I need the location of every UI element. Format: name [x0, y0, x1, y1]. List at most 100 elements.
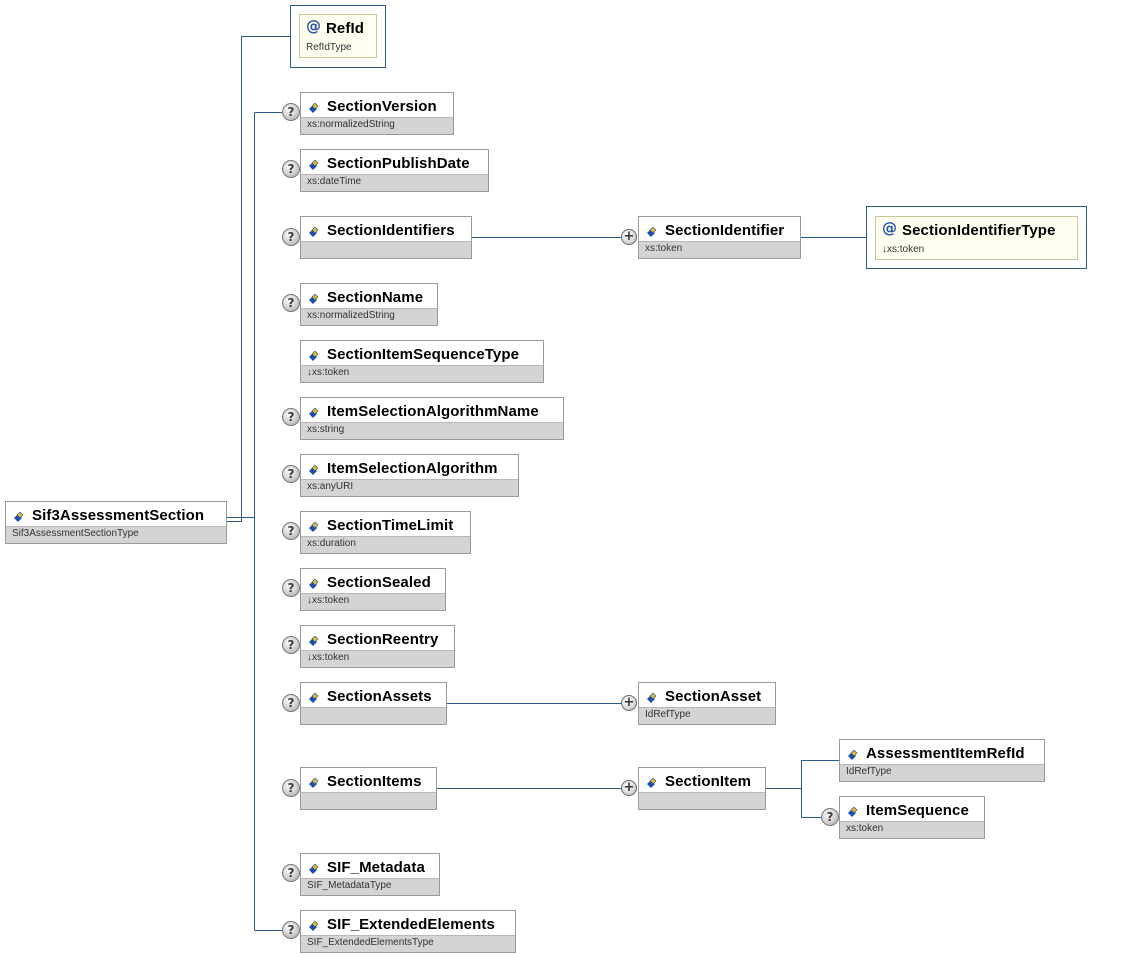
- optional-marker: ?: [282, 294, 300, 312]
- element-node-sif-metadata[interactable]: SIF_Metadata SIF_MetadataType: [300, 853, 440, 896]
- attribute-type: ↓xs:token: [882, 244, 925, 255]
- element-icon: [847, 747, 859, 760]
- attribute-name: RefId: [326, 20, 364, 37]
- element-icon: [646, 224, 658, 237]
- element-node-section-identifiers[interactable]: SectionIdentifiers: [300, 216, 472, 259]
- element-icon: [13, 509, 25, 522]
- optional-marker: ?: [282, 579, 300, 597]
- optional-marker: ?: [282, 694, 300, 712]
- element-node-section-item-sequence-type[interactable]: SectionItemSequenceType ↓xs:token: [300, 340, 544, 383]
- root-element-name: Sif3AssessmentSection: [32, 507, 205, 524]
- element-name: SectionItem: [665, 773, 752, 790]
- element-type: IdRefType: [846, 766, 892, 777]
- element-type: xs:anyURI: [307, 481, 354, 492]
- optional-marker: ?: [282, 465, 300, 483]
- element-node-section-sealed[interactable]: SectionSealed ↓xs:token: [300, 568, 446, 611]
- attribute-icon: @: [306, 17, 321, 35]
- element-type: ↓xs:token: [307, 367, 350, 378]
- element-icon: [308, 633, 320, 646]
- element-type: xs:duration: [307, 538, 356, 549]
- element-name: SIF_ExtendedElements: [327, 916, 495, 933]
- optional-marker: ?: [282, 921, 300, 939]
- element-icon: [308, 462, 320, 475]
- element-node-section-time-limit[interactable]: SectionTimeLimit xs:duration: [300, 511, 471, 554]
- optional-marker: ?: [821, 808, 839, 826]
- element-icon: [308, 519, 320, 532]
- root-element-type: Sif3AssessmentSectionType: [12, 528, 139, 539]
- element-node-section-item[interactable]: SectionItem: [638, 767, 766, 810]
- optional-marker: ?: [282, 160, 300, 178]
- element-name: SectionReentry: [327, 631, 439, 648]
- element-type: ↓xs:token: [307, 652, 350, 663]
- element-icon: [308, 861, 320, 874]
- attribute-section-identifier-type-node[interactable]: @ SectionIdentifierType ↓xs:token: [875, 216, 1078, 260]
- element-node-section-asset[interactable]: SectionAsset IdRefType: [638, 682, 776, 725]
- element-type: xs:string: [307, 424, 345, 435]
- element-name: ItemSelectionAlgorithmName: [327, 403, 539, 420]
- element-icon: [308, 348, 320, 361]
- element-icon: [308, 157, 320, 170]
- element-node-item-selection-algorithm[interactable]: ItemSelectionAlgorithm xs:anyURI: [300, 454, 519, 497]
- element-icon: [308, 224, 320, 237]
- element-name: SectionSealed: [327, 574, 431, 591]
- element-node-section-version[interactable]: SectionVersion xs:normalizedString: [300, 92, 454, 135]
- element-icon: [308, 291, 320, 304]
- element-type: xs:token: [846, 823, 884, 834]
- optional-marker: ?: [282, 522, 300, 540]
- element-node-sif-extended-elements[interactable]: SIF_ExtendedElements SIF_ExtendedElement…: [300, 910, 516, 953]
- element-name: SectionPublishDate: [327, 155, 470, 172]
- element-icon: [646, 775, 658, 788]
- element-icon: [308, 576, 320, 589]
- element-node-section-name[interactable]: SectionName xs:normalizedString: [300, 283, 438, 326]
- element-node-section-assets[interactable]: SectionAssets: [300, 682, 447, 725]
- optional-marker: ?: [282, 779, 300, 797]
- element-type: ↓xs:token: [307, 595, 350, 606]
- element-name: ItemSequence: [866, 802, 969, 819]
- element-name: SectionVersion: [327, 98, 437, 115]
- element-icon: [646, 690, 658, 703]
- element-name: SectionAssets: [327, 688, 432, 705]
- optional-marker: ?: [282, 636, 300, 654]
- attributes-group: @ RefId RefIdType: [290, 5, 386, 68]
- element-name: SectionName: [327, 289, 424, 306]
- element-type: xs:dateTime: [307, 176, 362, 187]
- attributes-group: @ SectionIdentifierType ↓xs:token: [866, 206, 1087, 269]
- attribute-icon: @: [882, 219, 897, 237]
- element-node-section-identifier[interactable]: SectionIdentifier xs:token: [638, 216, 801, 259]
- repeat-marker: +: [621, 695, 637, 711]
- element-name: SIF_Metadata: [327, 859, 425, 876]
- attribute-name: SectionIdentifierType: [902, 222, 1056, 239]
- root-element-node[interactable]: Sif3AssessmentSection Sif3AssessmentSect…: [5, 501, 227, 544]
- element-type: SIF_MetadataType: [307, 880, 392, 891]
- element-node-item-sequence[interactable]: ItemSequence xs:token: [839, 796, 985, 839]
- element-name: SectionTimeLimit: [327, 517, 454, 534]
- element-name: SectionItemSequenceType: [327, 346, 520, 363]
- element-icon: [308, 100, 320, 113]
- element-type: xs:normalizedString: [307, 119, 395, 130]
- element-name: SectionItems: [327, 773, 422, 790]
- optional-marker: ?: [282, 864, 300, 882]
- element-node-section-items[interactable]: SectionItems: [300, 767, 437, 810]
- attribute-type: RefIdType: [306, 42, 352, 53]
- element-name: ItemSelectionAlgorithm: [327, 460, 498, 477]
- element-name: SectionAsset: [665, 688, 762, 705]
- element-type: IdRefType: [645, 709, 691, 720]
- element-name: SectionIdentifier: [665, 222, 785, 239]
- element-name: SectionIdentifiers: [327, 222, 455, 239]
- optional-marker: ?: [282, 103, 300, 121]
- optional-marker: ?: [282, 408, 300, 426]
- attribute-refid-node[interactable]: @ RefId RefIdType: [299, 14, 377, 58]
- element-node-section-reentry[interactable]: SectionReentry ↓xs:token: [300, 625, 455, 668]
- element-icon: [308, 405, 320, 418]
- element-icon: [308, 775, 320, 788]
- element-node-assessment-item-refid[interactable]: AssessmentItemRefId IdRefType: [839, 739, 1045, 782]
- element-type: SIF_ExtendedElementsType: [307, 937, 434, 948]
- optional-marker: ?: [282, 228, 300, 246]
- element-node-item-selection-algorithm-name[interactable]: ItemSelectionAlgorithmName xs:string: [300, 397, 564, 440]
- element-icon: [308, 918, 320, 931]
- element-type: xs:normalizedString: [307, 310, 395, 321]
- element-name: AssessmentItemRefId: [866, 745, 1025, 762]
- repeat-marker: +: [621, 780, 637, 796]
- element-node-section-publish-date[interactable]: SectionPublishDate xs:dateTime: [300, 149, 489, 192]
